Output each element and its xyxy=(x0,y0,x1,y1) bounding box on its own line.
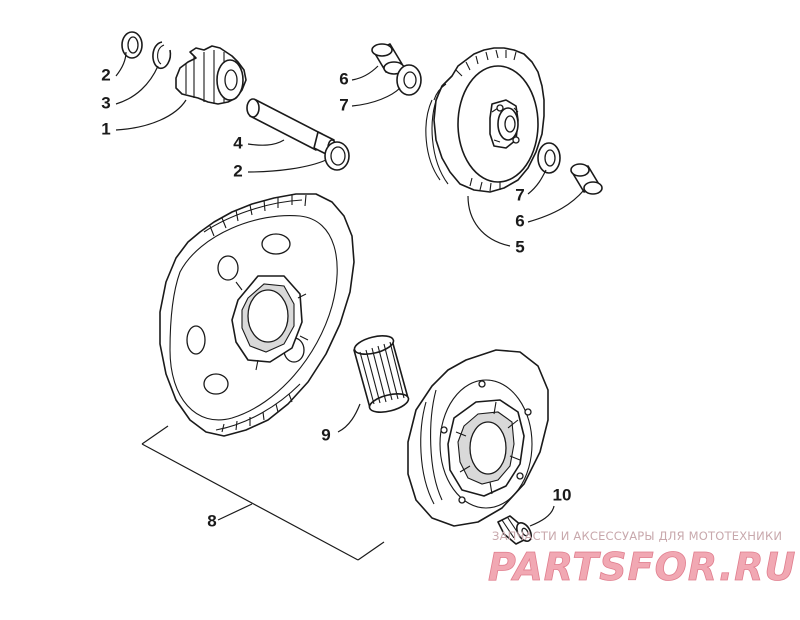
circlip-part xyxy=(152,41,172,70)
watermark-logo: PARTSFOR.RU xyxy=(488,545,796,589)
callout-6-bushing-lower: 6 xyxy=(515,211,524,230)
bushing-lower-part xyxy=(570,163,603,195)
needle-bearing-part xyxy=(353,335,410,413)
snap-ring-part xyxy=(121,31,143,59)
callout-4-shaft: 4 xyxy=(233,133,243,152)
thrust-washer-part xyxy=(324,141,350,171)
callout-7-washer-lower: 7 xyxy=(515,185,524,204)
watermark-tagline: ЗАПЧАСТИ И АКСЕССУАРЫ ДЛЯ МОТОТЕХНИКИ xyxy=(492,529,782,543)
washer-upper-part xyxy=(396,64,422,96)
watermark: ЗАПЧАСТИ И АКСЕССУАРЫ ДЛЯ МОТОТЕХНИКИ PA… xyxy=(488,529,796,589)
callout-5-clutch-gear: 5 xyxy=(515,237,524,256)
bushing-upper-part xyxy=(371,43,405,75)
callout-2-snap-ring: 2 xyxy=(101,65,110,84)
washer-lower-part xyxy=(537,142,561,174)
callout-8-driven-gear: 8 xyxy=(207,511,216,530)
starter-driven-gear-part xyxy=(159,193,355,437)
callout-10-cap-screw: 10 xyxy=(553,485,572,504)
callout-6-bushing-upper: 6 xyxy=(339,69,348,88)
leader-lines xyxy=(115,51,585,561)
callout-2-washer: 2 xyxy=(233,161,242,180)
callouts: 2 3 1 4 2 6 7 7 6 5 9 8 10 xyxy=(101,65,571,530)
cap-screw-part xyxy=(497,515,533,545)
callout-3-circlip: 3 xyxy=(101,93,110,112)
idler-gear-part xyxy=(175,45,247,105)
callout-9-needle-bearing: 9 xyxy=(321,425,330,444)
callout-7-washer-upper: 7 xyxy=(339,95,348,114)
starter-clutch-gear-part xyxy=(425,47,545,193)
one-way-clutch-part xyxy=(407,349,549,527)
idler-shaft-part xyxy=(246,98,337,157)
callout-1-idler-gear: 1 xyxy=(101,119,110,138)
